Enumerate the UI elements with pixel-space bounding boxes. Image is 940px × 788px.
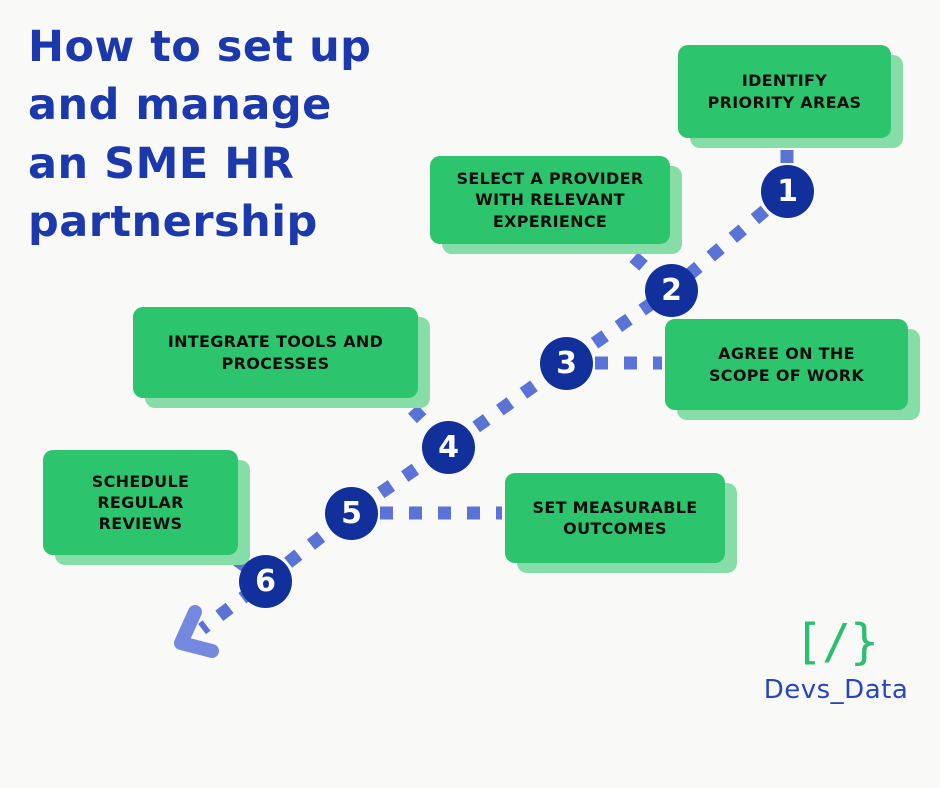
step-box-set-outcomes: SET MEASURABLE OUTCOMES [505, 473, 725, 563]
step-label: SCHEDULE REGULAR REVIEWS [91, 471, 190, 534]
step-number-badge-6: 6 [239, 555, 292, 608]
main-dotted-path [198, 187, 792, 635]
step-label: SELECT A PROVIDER WITH RELEVANT EXPERIEN… [456, 169, 644, 231]
arrow-down-left-icon [174, 605, 219, 658]
step-box-integrate-tools: INTEGRATE TOOLS AND PROCESSES [133, 307, 418, 398]
step-number-badge-5: 5 [325, 487, 378, 540]
step-label: SET MEASURABLE OUTCOMES [532, 497, 698, 538]
page-title: How to set up and manage an SME HR partn… [28, 22, 372, 248]
step-number: 1 [777, 174, 798, 209]
step-number: 6 [255, 564, 276, 599]
step-box-schedule-reviews: SCHEDULE REGULAR REVIEWS [43, 450, 238, 555]
step-number-badge-3: 3 [540, 337, 593, 390]
step-box-select-provider: SELECT A PROVIDER WITH RELEVANT EXPERIEN… [430, 156, 670, 244]
step-number: 3 [556, 346, 577, 381]
step-number: 5 [341, 496, 362, 531]
devsdata-logo: [/} Devs_Data [756, 616, 916, 705]
step-number-badge-1: 1 [761, 165, 814, 218]
step-number: 2 [661, 273, 682, 308]
step-label: AGREE ON THE SCOPE OF WORK [708, 344, 865, 385]
step-box-agree-scope: AGREE ON THE SCOPE OF WORK [665, 319, 908, 410]
step-label: IDENTIFY PRIORITY AREAS [707, 71, 862, 112]
step-number: 4 [438, 430, 459, 465]
step-number-badge-4: 4 [422, 421, 475, 474]
step-label: INTEGRATE TOOLS AND PROCESSES [167, 332, 384, 373]
code-brackets-icon: [/} [794, 614, 879, 670]
step-box-identify-priority-areas: IDENTIFY PRIORITY AREAS [678, 45, 891, 138]
step-number-badge-2: 2 [645, 264, 698, 317]
devsdata-logo-text: Devs_Data [763, 674, 909, 705]
